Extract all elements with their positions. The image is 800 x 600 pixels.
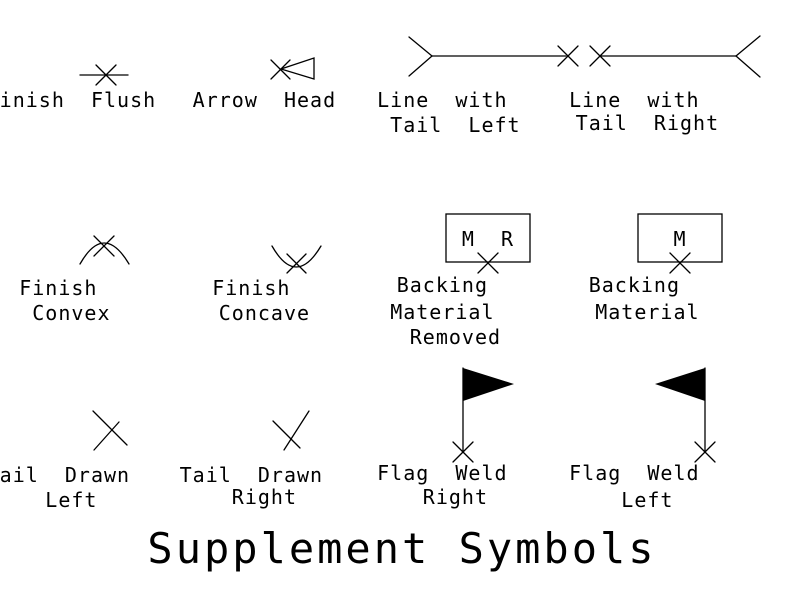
backing-material-box-text: M (673, 227, 686, 251)
symbol-line-tail-left: Line with Tail Left (0, 0, 599, 137)
label-line: Flag Weld (569, 461, 699, 485)
label-line: Material (595, 300, 699, 324)
label-line: Line with (569, 88, 699, 112)
label-line: Right (423, 485, 488, 509)
label-line: Line with (377, 88, 507, 112)
arrow-head-icon (270, 57, 315, 80)
label-line: Finish (212, 276, 290, 300)
line-tail-right-label: Line with Tail Right (0, 0, 791, 135)
label-line: Arrow Head (193, 88, 336, 112)
flag-weld-right-icon (452, 367, 514, 463)
symbol-tail-drawn-right: Tail Drawn Right (0, 0, 414, 509)
label-line: Tail Drawn (0, 463, 130, 487)
flag-weld-left-icon (655, 367, 716, 463)
symbol-line-tail-right: Line with Tail Right (0, 0, 791, 135)
label-line: Backing (589, 273, 680, 297)
symbol-finish-convex: Finish Convex (0, 0, 189, 325)
symbol-finish-flush: Finish Flush (0, 0, 221, 112)
label-line: Removed (410, 325, 501, 349)
label-line: Flag Weld (377, 461, 507, 485)
line-tail-left-label: Line with Tail Left (0, 0, 599, 137)
backing-material-icon (637, 213, 723, 274)
symbol-arrow-head: Arrow Head (193, 0, 402, 112)
label-line: Tail Right (576, 111, 719, 135)
label-line: Material (390, 300, 494, 324)
label-line: Right (232, 485, 297, 509)
label-line: Tail Left (390, 113, 520, 137)
symbol-flag-weld-left: Flag Weld Left (569, 367, 716, 512)
label-line: Left (45, 488, 97, 512)
backing-removed-box-text: M R (462, 227, 514, 251)
diagram-title: Supplement Symbols (147, 524, 656, 573)
tail-drawn-left-label: Tail Drawn Left (0, 0, 221, 512)
backing-material-removed-icon (445, 213, 531, 274)
label-line: Finish Flush (0, 88, 156, 112)
symbol-finish-concave: Finish Concave (0, 0, 382, 325)
finish-flush-label: Finish Flush (0, 0, 221, 112)
symbol-backing-material: M Backing Material (589, 213, 723, 324)
backing-material-label: Backing Material (589, 273, 699, 324)
symbol-backing-material-removed: M R Backing Material Removed (0, 0, 586, 349)
arrow-head-label: Arrow Head (193, 0, 402, 112)
finish-concave-icon (271, 245, 322, 274)
flag-weld-right-label: Flag Weld Right (377, 461, 507, 509)
tail-drawn-left-icon (92, 410, 128, 451)
label-line: Left (621, 488, 673, 512)
tail-drawn-right-icon (272, 410, 310, 451)
line-tail-left-icon (408, 36, 579, 77)
label-line: Convex (32, 301, 110, 325)
label-line: Finish (19, 276, 97, 300)
tail-drawn-right-label: Tail Drawn Right (0, 0, 414, 509)
label-line: Tail Drawn (180, 463, 323, 487)
finish-flush-icon (79, 64, 129, 86)
label-line: Backing (397, 273, 488, 297)
finish-convex-label: Finish Convex (0, 0, 189, 325)
backing-removed-label: Backing Material Removed (0, 0, 586, 349)
symbol-flag-weld-right: Flag Weld Right (377, 367, 514, 509)
finish-convex-icon (79, 235, 130, 265)
label-line: Concave (219, 301, 310, 325)
line-tail-right-icon (589, 35, 761, 78)
flag-weld-left-label: Flag Weld Left (569, 461, 699, 512)
finish-concave-label: Finish Concave (0, 0, 382, 325)
symbol-tail-drawn-left: Tail Drawn Left (0, 0, 221, 512)
